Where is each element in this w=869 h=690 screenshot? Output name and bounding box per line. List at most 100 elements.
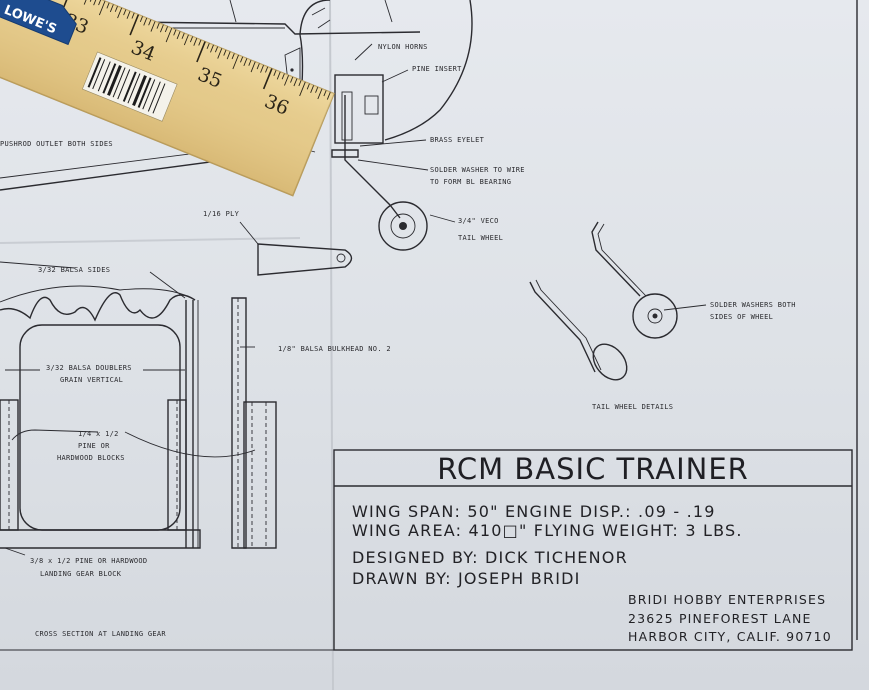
barcode-bar [152, 83, 166, 114]
barcode-bar [92, 59, 106, 90]
ruler-tick [83, 0, 89, 5]
barcode-bar [102, 63, 117, 94]
ruler-tick [109, 4, 114, 13]
ruler-tick [240, 56, 244, 63]
ruler-tick [123, 9, 127, 16]
label-veco-1: 3/4" VECO [458, 217, 499, 225]
ruler-tick [250, 61, 256, 73]
ruler-tick [148, 19, 152, 26]
label-fly: 1/16 PLY [203, 210, 240, 218]
tail-wheel-wire [344, 95, 401, 219]
designed-by: DESIGNED BY: DICK TICHENOR [352, 548, 628, 567]
company-address-1: 23625 PINEFOREST LANE [628, 611, 812, 626]
ruler-tick [114, 6, 118, 12]
ruler-tick [276, 71, 281, 80]
ruler-tick [273, 70, 277, 76]
barcode-bar [142, 79, 156, 110]
tail-wheel-side [592, 343, 628, 381]
barcode-bar [127, 73, 141, 104]
ruler-tick [217, 48, 223, 59]
ruler-tick [260, 65, 264, 73]
ruler-tick [150, 21, 156, 32]
label-blocks-3: HARDWOOD BLOCKS [57, 454, 125, 462]
ruler-tick [189, 36, 194, 43]
ruler-tick [89, 0, 93, 2]
ruler-tick [214, 46, 219, 53]
torn-edge [0, 292, 196, 322]
ruler-tick [143, 17, 148, 26]
ruler-tick [62, 0, 73, 9]
ruler-tick [156, 22, 160, 29]
ruler-tick [206, 43, 210, 50]
barcode-bar [107, 65, 122, 96]
ruler-tick [193, 38, 198, 46]
ruler-tick [98, 0, 106, 16]
ruler-tick [281, 73, 285, 80]
label-blocks-1: 1/4 x 1/2 [78, 430, 119, 438]
spec-line-1: WING SPAN: 50" ENGINE DISP.: .09 - .19 [352, 502, 716, 521]
ruler-tick [117, 7, 123, 19]
bulkhead-opening [19, 324, 181, 531]
ply-plate [257, 243, 353, 276]
paper-fold [329, 0, 334, 690]
ruler-tick [165, 27, 173, 43]
label-nylon-horns: NYLON HORNS [378, 43, 428, 51]
ruler-tick [223, 49, 227, 56]
barcode-bar [122, 71, 137, 102]
ruler-tick [315, 86, 319, 93]
stabilizer-outline [129, 21, 421, 35]
ruler-tick [298, 80, 302, 87]
label-brass-eyelet: BRASS EYELET [430, 136, 485, 144]
ruler-tick [232, 54, 239, 70]
barcode-bar [137, 77, 152, 108]
wooden-ruler: 3233343536 LOWE'S [0, 0, 335, 197]
label-tail-wheel-details: TAIL WHEEL DETAILS [592, 403, 673, 411]
title-block: RCM BASIC TRAINER WING SPAN: 50" ENGINE … [333, 449, 853, 651]
ruler-tick [243, 58, 248, 67]
ruler-tick [306, 83, 310, 90]
ruler-tick [183, 34, 189, 46]
tail-wheel-wire-detail [529, 281, 596, 373]
ruler-tick [164, 26, 168, 33]
spec-line-2: WING AREA: 410□" FLYING WEIGHT: 3 LBS. [352, 521, 743, 540]
paper-fold [0, 237, 301, 244]
ruler-tick [196, 41, 206, 63]
ruler-tick [198, 39, 202, 46]
ruler-tick [262, 68, 273, 90]
ruler-tick [299, 81, 306, 97]
ruler-tick [210, 44, 214, 53]
ruler-tick [131, 12, 135, 19]
barcode-bar [97, 61, 111, 92]
ruler-tick [248, 59, 252, 66]
ruler-tick [93, 0, 98, 6]
label-cross-section: CROSS SECTION AT LANDING GEAR [35, 630, 166, 638]
ruler-tick [139, 16, 143, 23]
label-solder-washer-2: TO FORM BL BEARING [430, 178, 511, 186]
brass-eyelet [331, 149, 359, 158]
stabilizer-outline [229, 0, 393, 23]
ruler-tick [310, 85, 315, 94]
label-doublers-1: 3/32 BALSA DOUBLERS [46, 364, 132, 372]
ruler-tick [290, 76, 294, 83]
barcode-bar [117, 69, 131, 100]
label-blocks-2: PINE OR [78, 442, 110, 450]
lowes-logo: LOWE'S [0, 0, 77, 46]
label-solder-both-2: SIDES OF WHEEL [710, 313, 773, 321]
drawn-by: DRAWN BY: JOSEPH BRIDI [352, 569, 581, 588]
pine-insert [334, 74, 384, 144]
company-address-2: HARBOR CITY, CALIF. 90710 [628, 629, 832, 644]
fin-outline [384, 0, 473, 141]
label-gear-block-2: LANDING GEAR BLOCK [40, 570, 122, 578]
ruler-tick [159, 24, 164, 33]
barcode-bar [147, 81, 161, 112]
ruler-tick [106, 2, 110, 9]
ruler-tick [181, 33, 185, 39]
ruler-barcode [82, 51, 178, 122]
ruler-tick [326, 92, 331, 100]
barcode-bar [112, 67, 126, 98]
ruler-tick [265, 66, 269, 73]
ruler-tick [256, 63, 260, 70]
label-pine-insert: PINE INSERT [412, 65, 462, 73]
